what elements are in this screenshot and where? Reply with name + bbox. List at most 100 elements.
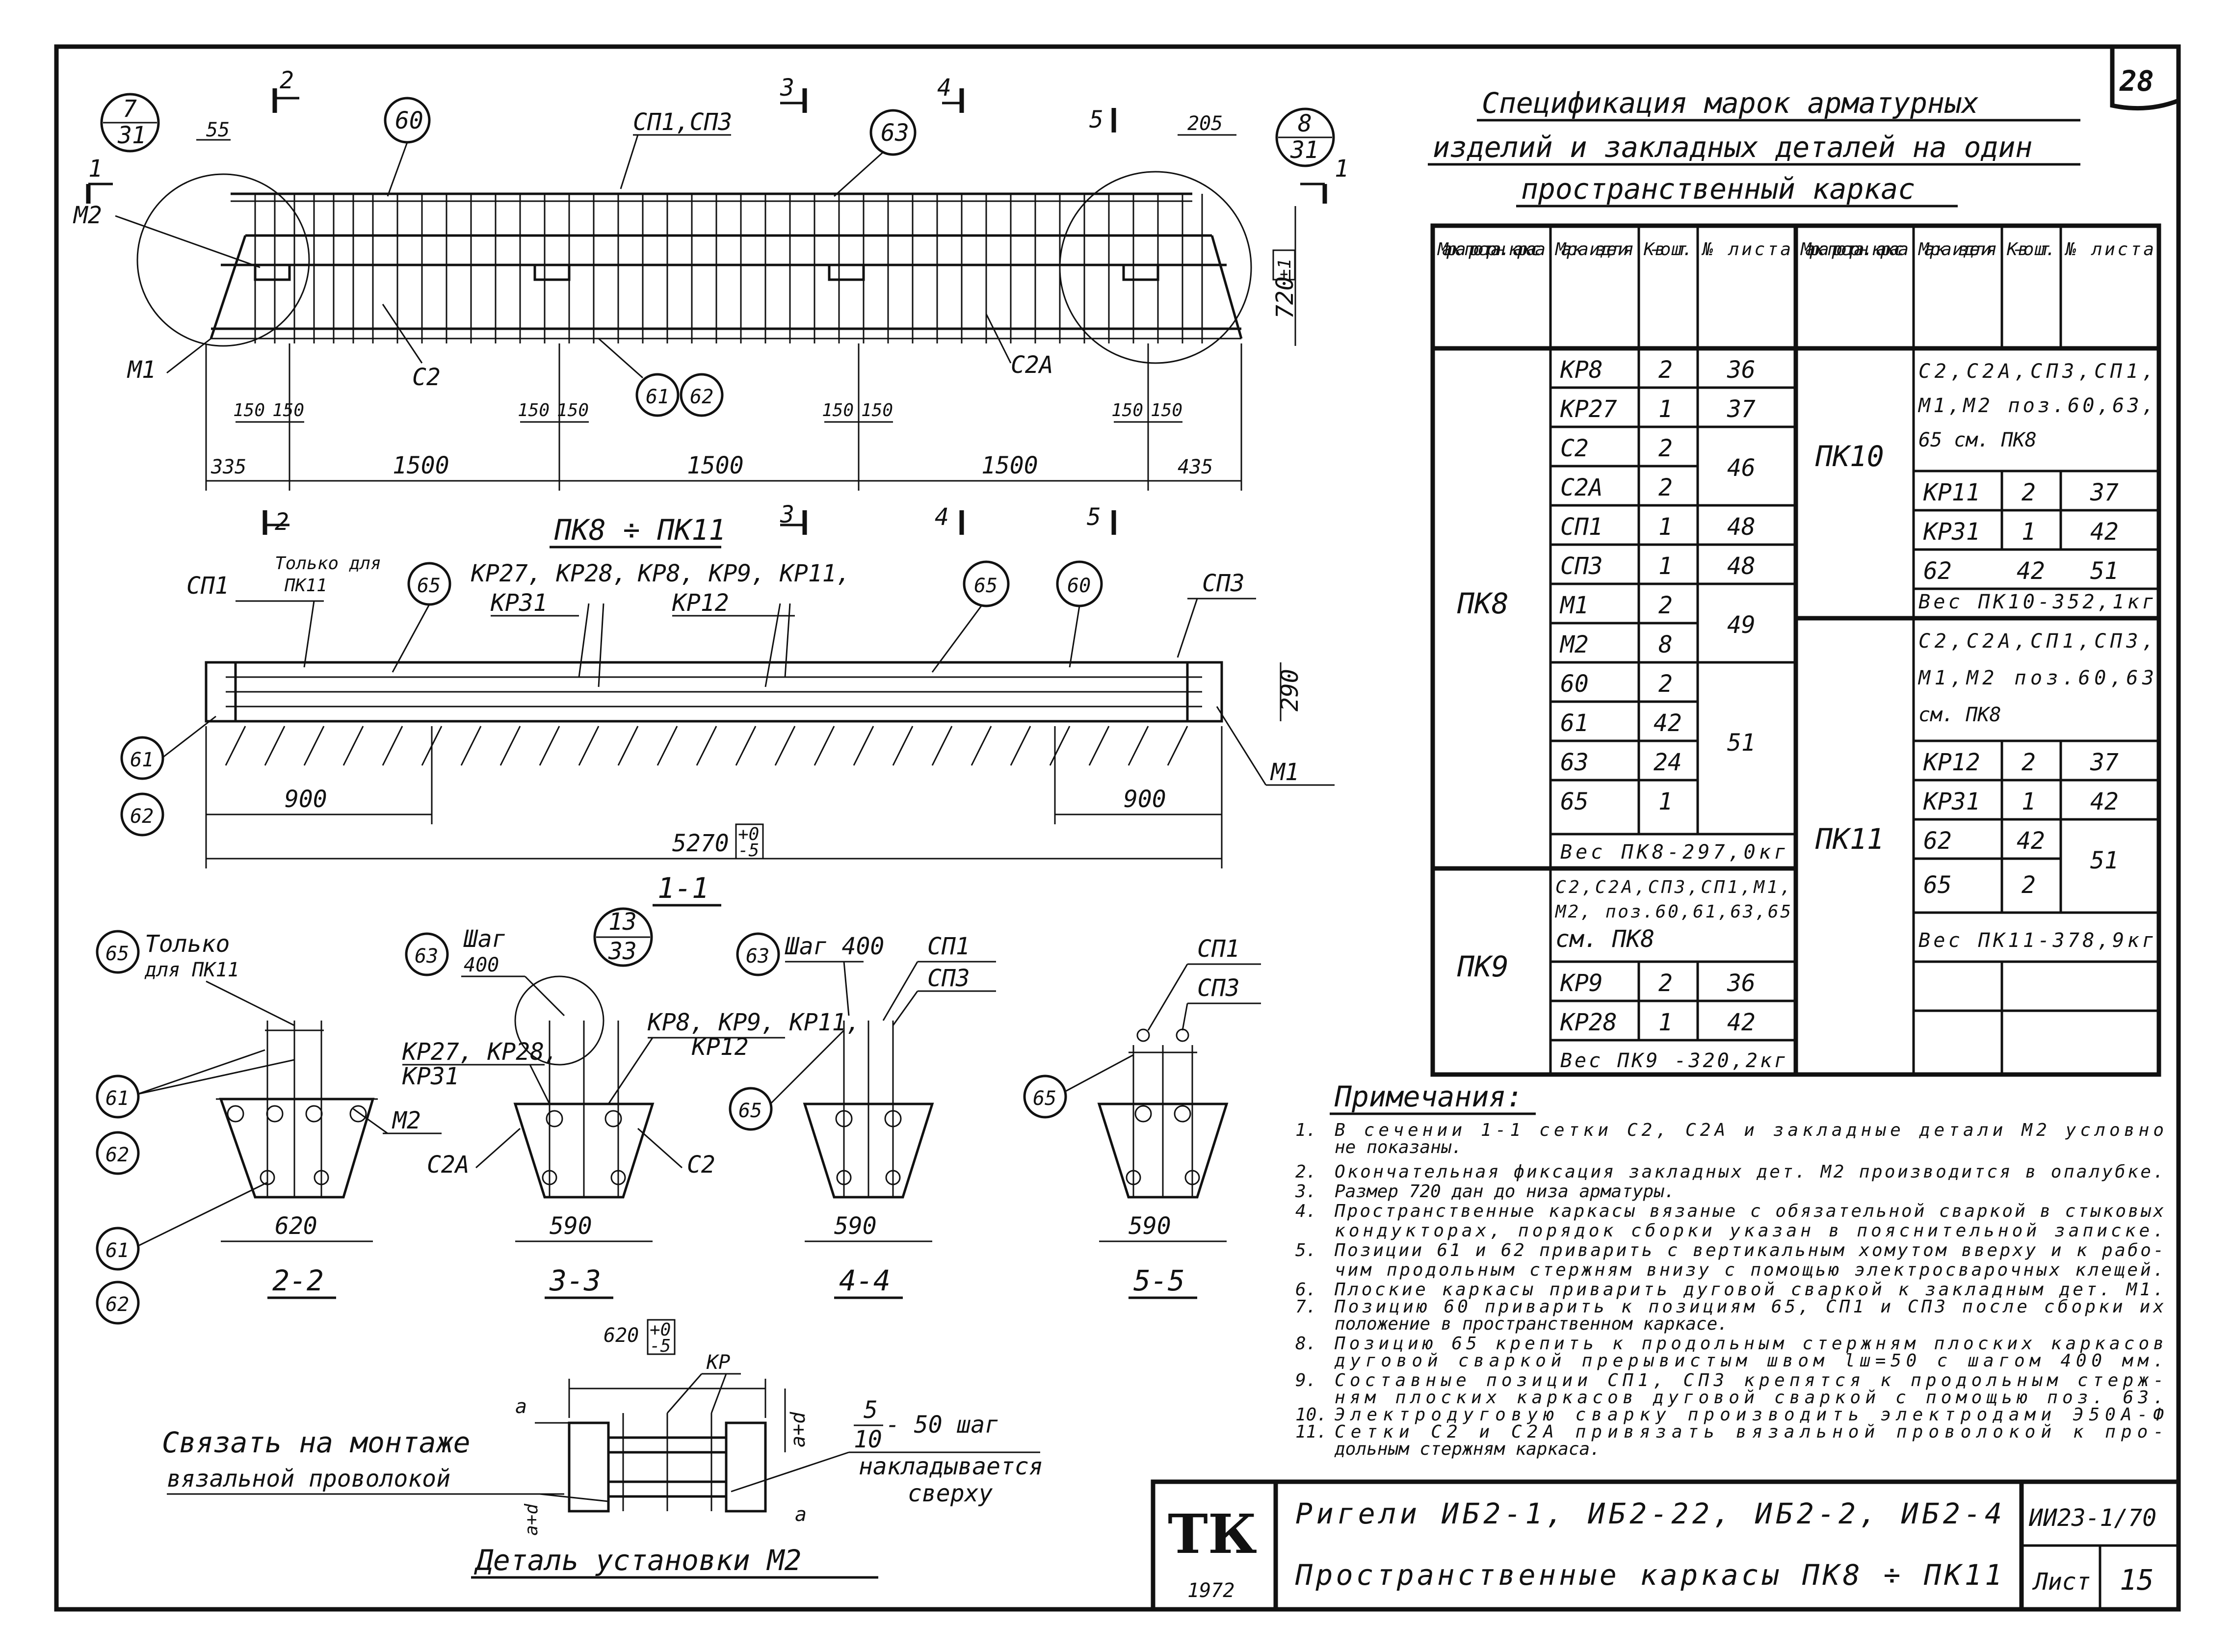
svg-text:6.: 6. <box>1295 1280 1316 1300</box>
svg-text:150: 150 <box>272 400 304 420</box>
note-1-n: 1. <box>1295 1120 1316 1140</box>
svg-text:24: 24 <box>1654 749 1682 776</box>
svg-text:63: 63 <box>746 945 769 968</box>
svg-text:Пространственные каркасы вязан: Пространственные каркасы вязаные с обяза… <box>1334 1201 2164 1221</box>
svg-text:2: 2 <box>1658 356 1673 384</box>
svg-text:КР: КР <box>706 1351 730 1374</box>
svg-text:42: 42 <box>2017 557 2045 585</box>
svg-text:Вес ПК11-378,9кг: Вес ПК11-378,9кг <box>1918 929 2154 952</box>
svg-text:63: 63 <box>1560 749 1589 776</box>
svg-text:1500: 1500 <box>393 452 449 479</box>
svg-text:2.: 2. <box>1295 1162 1316 1182</box>
note-1-t: В сечении 1-1 сетки С2, С2А и закладные … <box>1335 1120 2164 1140</box>
spec-pk9: ПК9 С2,С2А,СП3,СП1,М1, М2, поз.60,61,63,… <box>1457 877 1796 1072</box>
svg-text:2: 2 <box>1658 435 1673 462</box>
svg-text:№ листа: № листа <box>1701 239 1791 260</box>
svg-text:кондукторах, порядок сборки ук: кондукторах, порядок сборки указан в поя… <box>1335 1221 2164 1241</box>
plan-only-for-1: Только для <box>275 553 381 574</box>
svg-text:2: 2 <box>2022 479 2036 506</box>
svg-text:62: 62 <box>1923 557 1952 585</box>
svg-text:2: 2 <box>275 508 289 536</box>
svg-text:10: 10 <box>854 1426 882 1453</box>
plate-m2-3 <box>828 263 865 281</box>
svg-text:КР11: КР11 <box>1923 479 1980 506</box>
svg-text:2: 2 <box>2022 749 2036 776</box>
plan-sp3: СП3 <box>1202 570 1245 597</box>
svg-text:31: 31 <box>117 122 146 149</box>
svg-text:Связать на монтаже: Связать на монтаже <box>162 1426 471 1459</box>
svg-text:8: 8 <box>1298 110 1312 137</box>
elevation-view: 7 31 8 31 СП1,СП3 60 63 М2 М1 С2 С2А 61 … <box>73 67 1349 549</box>
svg-text:Электродуговую сварку производ: Электродуговую сварку производить электр… <box>1335 1405 2164 1425</box>
callout-8-31: 8 31 <box>1275 107 1335 167</box>
svg-text:60: 60 <box>395 107 423 134</box>
svg-text:а: а <box>515 1395 527 1418</box>
svg-text:С2,С2А,СП1,СП3,: С2,С2А,СП1,СП3, <box>1918 630 2154 653</box>
svg-text:5: 5 <box>1087 503 1101 531</box>
svg-text:9.: 9. <box>1295 1370 1316 1390</box>
svg-text:- 50 шаг: - 50 шаг <box>886 1411 999 1439</box>
svg-text:150: 150 <box>557 400 589 420</box>
svg-text:51: 51 <box>2090 847 2119 874</box>
spec-pk8-mark: ПК8 <box>1457 587 1509 620</box>
dim-height: 720 <box>1271 276 1299 319</box>
plan-width: 290 <box>1276 669 1304 711</box>
svg-text:см. ПК8: см. ПК8 <box>1555 925 1654 953</box>
plan-sp1: СП1 <box>186 572 229 600</box>
svg-text:КР12: КР12 <box>1923 749 1980 776</box>
svg-text:65: 65 <box>738 1100 762 1122</box>
svg-text:61: 61 <box>646 386 669 408</box>
tb-year: 1972 <box>1187 1579 1234 1602</box>
svg-text:+0: +0 <box>738 824 759 844</box>
svg-text:1: 1 <box>88 155 103 183</box>
s22-pos-62-top <box>96 1131 140 1175</box>
svg-text:Позицию 65 крепить к продольны: Позицию 65 крепить к продольным стержням… <box>1334 1334 2164 1354</box>
svg-text:Шаг: Шаг <box>463 925 506 953</box>
svg-text:590: 590 <box>550 1212 592 1240</box>
svg-text:150: 150 <box>233 400 265 420</box>
s33-callout <box>593 907 653 967</box>
svg-text:дольным стержням каркаса.: дольным стержням каркаса. <box>1334 1439 1601 1459</box>
svg-text:Окончательная фиксация закладн: Окончательная фиксация закладных дет. М2… <box>1335 1162 2164 1182</box>
section-marks-elevation: 1 1 2 3 4 5 2 3 4 5 <box>86 67 1349 536</box>
s33-kr-b-1: КР8, КР9, КР11, <box>647 1009 860 1036</box>
svg-text:400: 400 <box>464 954 499 976</box>
svg-text:КР9: КР9 <box>1560 970 1603 997</box>
svg-text:М2, поз.60,61,63,65: М2, поз.60,61,63,65 <box>1554 902 1791 922</box>
section-4-4: 63 Шаг 400 СП1 СП3 65 590 4-4 <box>729 932 996 1299</box>
svg-text:37: 37 <box>2090 749 2119 776</box>
s33-c2a: С2А <box>427 1151 470 1179</box>
spec-pk10-mark: ПК10 <box>1815 440 1884 473</box>
svg-text:5.: 5. <box>1295 1240 1316 1260</box>
label-mesh-top: СП1,СП3 <box>633 108 732 136</box>
plan-total: 5270 <box>672 830 729 857</box>
svg-text:61: 61 <box>105 1087 129 1110</box>
svg-text:7: 7 <box>123 95 137 123</box>
svg-text:-5: -5 <box>650 1336 671 1356</box>
svg-text:42: 42 <box>2090 788 2119 815</box>
detail-circle-left <box>136 173 310 347</box>
spec-pk11-mark: ПК11 <box>1815 822 1884 856</box>
svg-text:65 см. ПК8: 65 см. ПК8 <box>1918 429 2037 451</box>
svg-text:№ листа: № листа <box>2064 239 2154 260</box>
dim-55: 55 <box>206 119 230 141</box>
svg-text:КР28: КР28 <box>1560 1009 1617 1036</box>
detail-m2: 620 +0 -5 КР а а+d а а+d 5 10 - 50 шаг н… <box>162 1319 1043 1579</box>
notes: Примечания: 1. В сечении 1-1 сетки С2, С… <box>1295 1080 2164 1459</box>
svg-text:42: 42 <box>2090 518 2119 546</box>
svg-text:С2,С2А,СП3,СП1,: С2,С2А,СП3,СП1, <box>1918 360 2154 383</box>
section-3-3: 13 33 63 Шаг 400 КР27, КР28, КР31 КР8, К… <box>402 907 860 1299</box>
svg-text:Вес ПК8-297,0кг: Вес ПК8-297,0кг <box>1560 841 1786 864</box>
label-c2a: С2А <box>1011 351 1053 379</box>
svg-text:накладывается: накладывается <box>859 1453 1043 1480</box>
svg-text:СП1: СП1 <box>927 933 970 960</box>
s44-pos-65 <box>729 1087 773 1131</box>
pos-62-circle <box>680 373 724 417</box>
svg-text:48: 48 <box>1727 552 1756 580</box>
section-title-1-1: 1-1 <box>657 871 709 905</box>
svg-text:65: 65 <box>974 575 998 597</box>
plan-kr-group-b-1: КР8, КР9, КР11, <box>637 560 850 587</box>
svg-text:не показаны.: не показаны. <box>1335 1137 1462 1157</box>
svg-text:61: 61 <box>130 749 154 771</box>
svg-text:для ПК11: для ПК11 <box>144 959 239 981</box>
